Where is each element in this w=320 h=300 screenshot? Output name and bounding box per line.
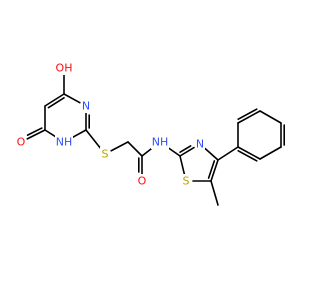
atom-o_top-background: [55, 61, 73, 75]
bond-t_c4-t_c5: [207, 159, 219, 182]
bond-t_c4-ph1: [217, 146, 239, 161]
atom-o_left-background: [16, 135, 26, 149]
atom-label-s_thiazole: S: [183, 175, 190, 188]
atom-o_amide-background: [137, 174, 147, 188]
atom-label-n1: NH: [56, 136, 73, 149]
atom-label-s_link: S: [102, 148, 109, 161]
bond-c_carb-o_amide: [138, 155, 143, 175]
bond-t_c2-n_thiazole: [179, 145, 195, 157]
bond-t_c5-me: [210, 180, 219, 206]
bond-ph4-ph5: [259, 110, 282, 124]
atom-s_link-background: [100, 147, 110, 161]
atom-n3-background: [81, 99, 91, 113]
atom-n_amide-background: [151, 135, 169, 149]
bond-c6-c5: [44, 93, 65, 109]
atom-n1-background: [55, 135, 73, 149]
bond-ch2-c_carb: [127, 141, 143, 157]
atom-label-n3: N: [82, 100, 90, 113]
atom-label-n_amide: NH: [152, 136, 169, 149]
bond-ph2-ph3: [259, 146, 282, 160]
bond-ph5-ph6: [237, 108, 261, 124]
molecule-structure-diagram: OH N O NH S O NH N S: [16, 61, 286, 206]
atom-label-o_left: O: [17, 136, 26, 149]
bond-layer: [26, 74, 286, 206]
atom-label-o_amide: O: [138, 175, 147, 188]
atom-n_thiazole-background: [195, 137, 205, 151]
bond-c4-o_left: [26, 127, 46, 140]
bond-n_thiazole-t_c4: [204, 147, 219, 161]
bond-s_link-ch2: [110, 141, 129, 152]
atom-label-layer: OH N O NH S O NH N S: [16, 61, 205, 188]
atom-label-o_top: OH: [56, 62, 73, 75]
bond-c2-n3: [85, 112, 90, 131]
atom-label-n_thiazole: N: [196, 138, 204, 151]
atom-s_thiazole-background: [181, 174, 191, 188]
bond-ph3-ph4: [280, 122, 286, 148]
bond-n3-c6: [63, 93, 81, 104]
bond-c2-s_link: [85, 129, 102, 150]
bond-s_thiazole-t_c2: [179, 155, 186, 175]
bond-ph1-ph2: [237, 146, 261, 162]
